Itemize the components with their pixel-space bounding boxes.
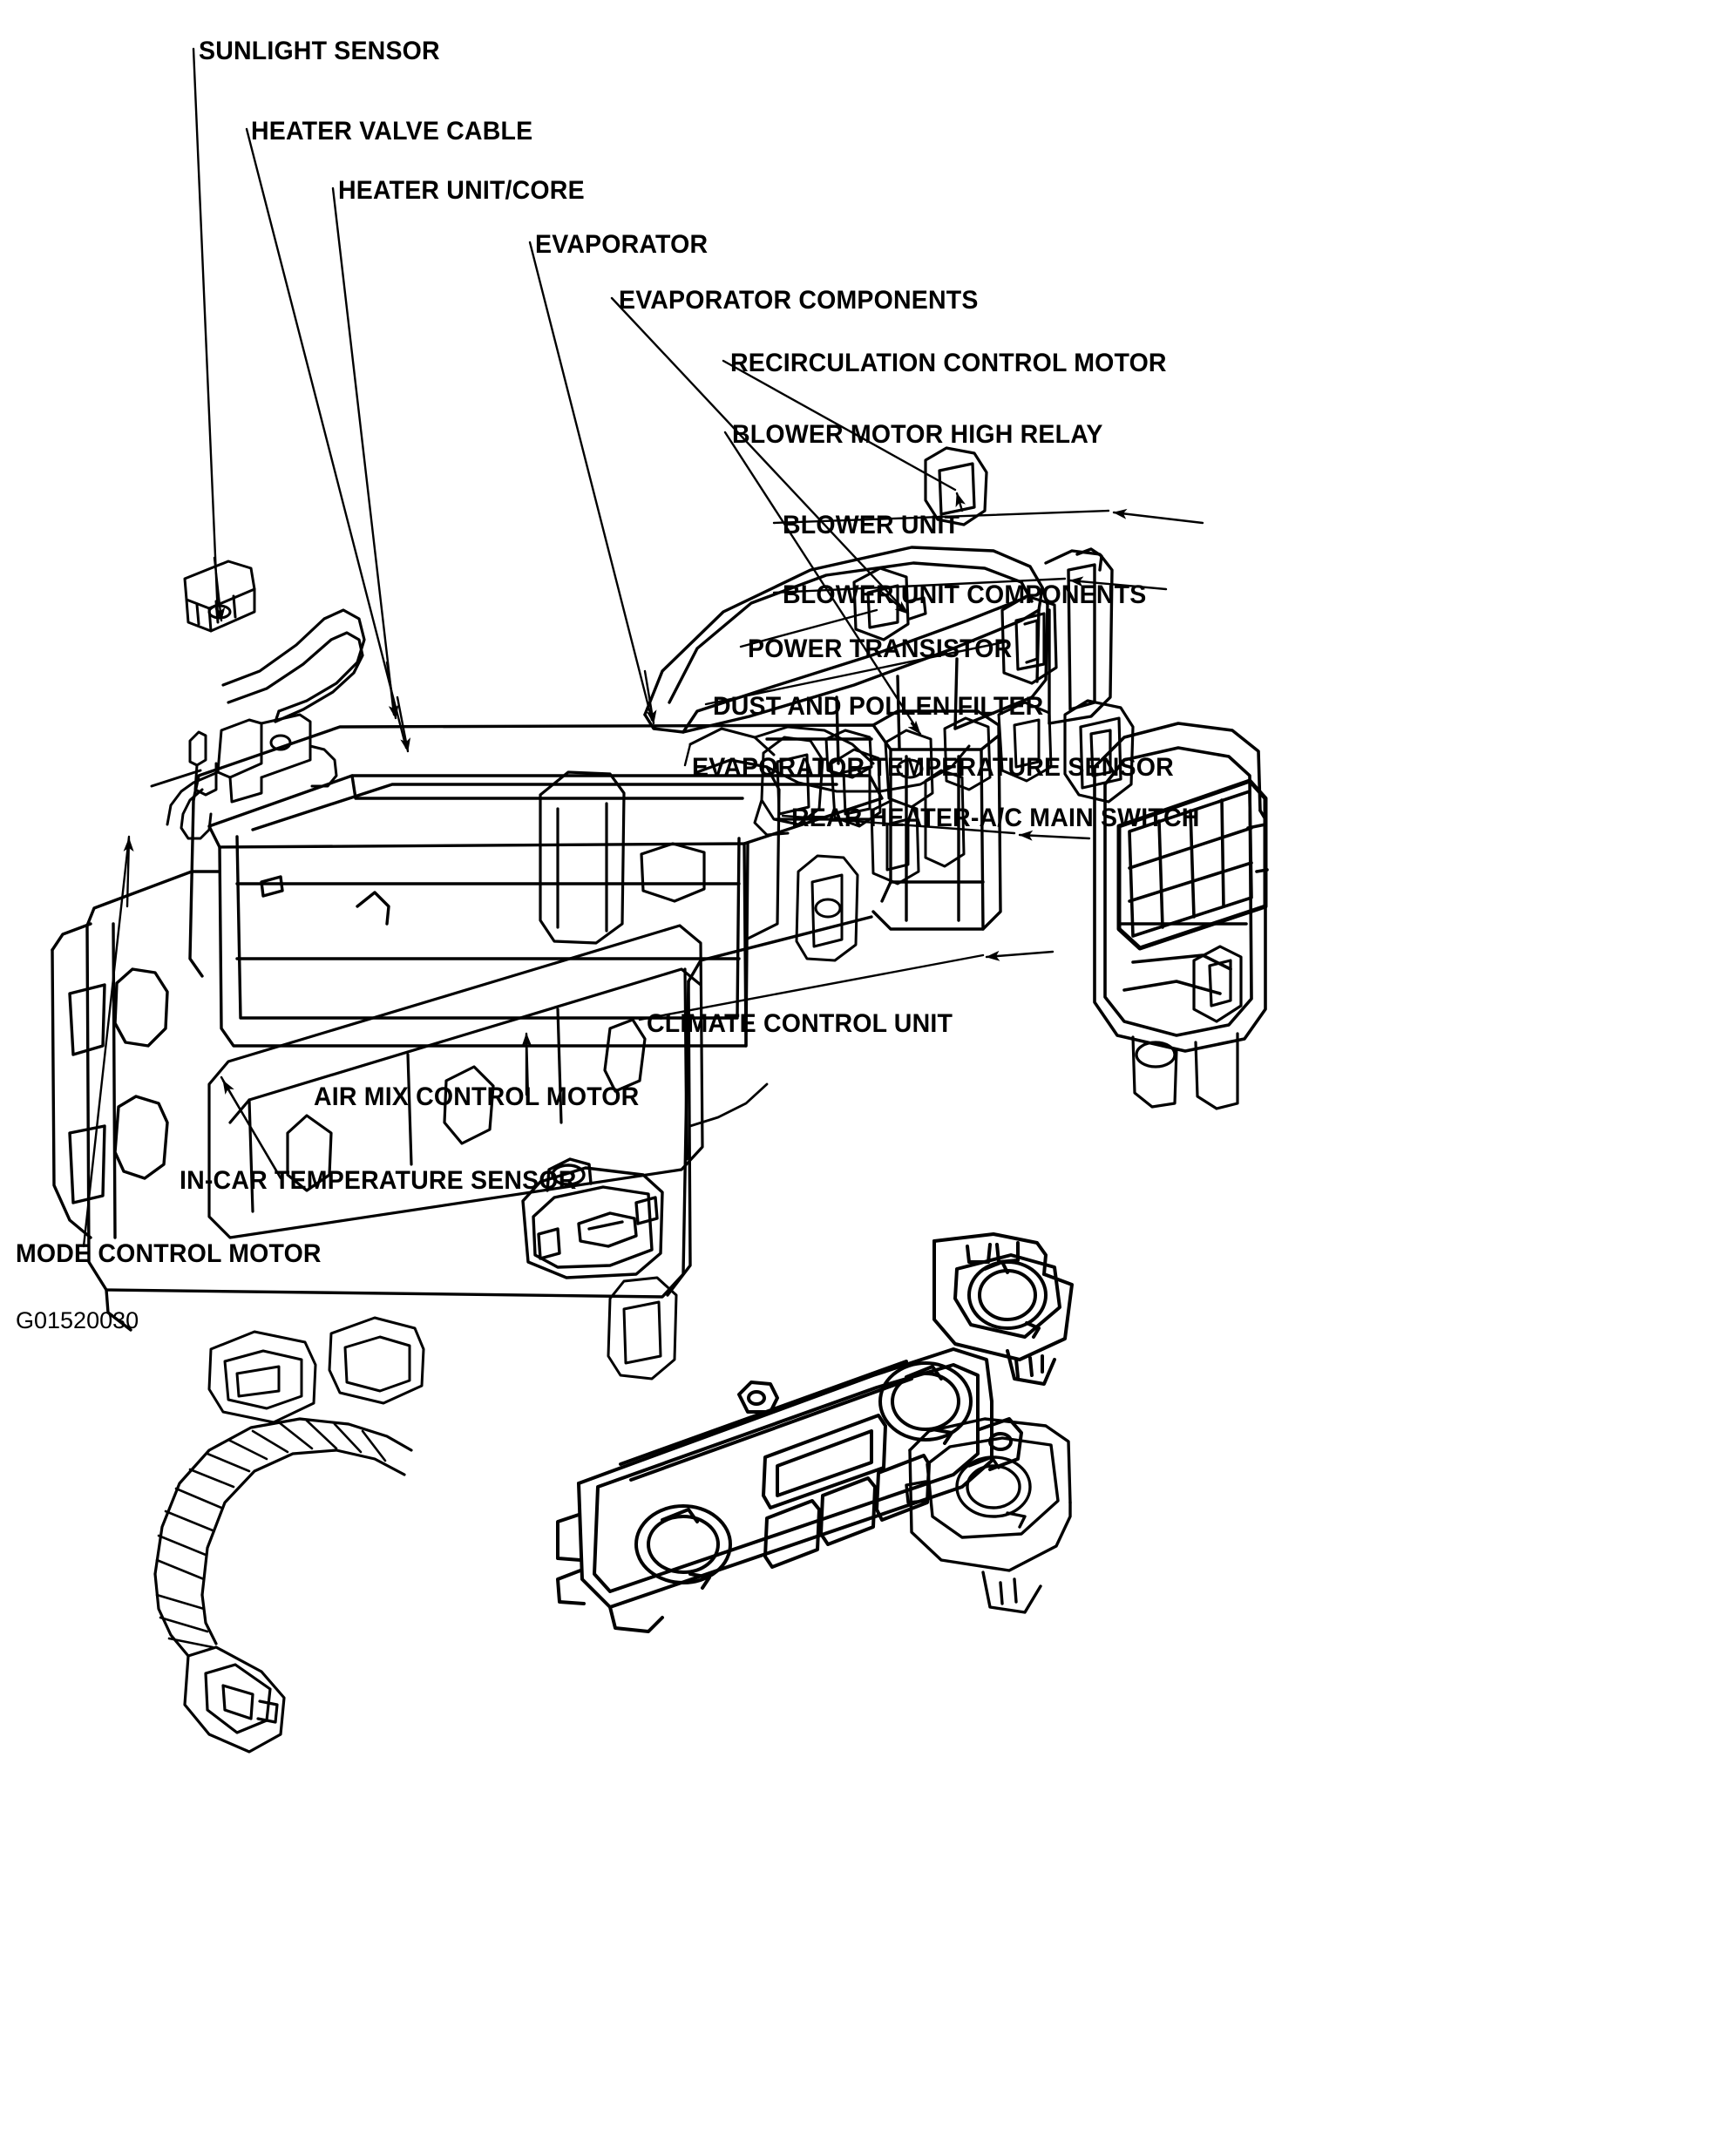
- leader-arrowheads: [123, 492, 1204, 1177]
- recirculation-control-motor: [924, 446, 988, 526]
- lower-duct-outlet: [607, 1276, 678, 1381]
- climate-control-unit: [556, 1347, 1023, 1633]
- callout-heater-valve-cable: HEATER VALVE CABLE: [251, 117, 533, 146]
- callout-rear-heater-ac-main-switch: REAR HEATER-A/C MAIN SWITCH: [791, 804, 1200, 832]
- mode-control-motor: [905, 1417, 1072, 1614]
- callout-heater-unit-core: HEATER UNIT/CORE: [338, 176, 585, 205]
- callout-in-car-temperature-sensor: IN-CAR TEMPERATURE SENSOR: [180, 1166, 577, 1195]
- callout-evaporator: EVAPORATOR: [535, 230, 709, 259]
- heater-valve-cable: [221, 608, 366, 723]
- callout-evaporator-components: EVAPORATOR COMPONENTS: [619, 286, 979, 315]
- blower-unit: [1093, 722, 1269, 1053]
- blower-motor-high-relay: [1063, 699, 1135, 804]
- sunlight-sensor-part: [183, 560, 256, 633]
- heater-lower-connector: [207, 1316, 425, 1424]
- rear-heater-ac-main-switch: [932, 1232, 1074, 1386]
- heater-unit-right-module: [765, 709, 1002, 931]
- callout-blower-unit-components: BLOWER UNIT COMPONENTS: [783, 580, 1147, 609]
- in-car-temperature-sensor: [153, 1417, 413, 1754]
- callout-sunlight-sensor: SUNLIGHT SENSOR: [199, 37, 440, 65]
- callout-climate-control-unit: CLIMATE CONTROL UNIT: [647, 1009, 953, 1038]
- figure-id-code: G01520030: [16, 1307, 139, 1333]
- evaporator-temperature-sensor: [688, 725, 971, 793]
- callout-recirculation-control-motor: RECIRCULATION CONTROL MOTOR: [730, 349, 1167, 377]
- mode-linkage-levers: [795, 769, 966, 962]
- air-mix-chamber: [207, 924, 704, 1239]
- power-transistor: [852, 566, 927, 641]
- evaporator-components: [753, 701, 1053, 837]
- evap-sensor-wire: [688, 1082, 769, 1128]
- callout-blower-unit: BLOWER UNIT: [783, 511, 960, 539]
- evaporator-housing: [643, 546, 1114, 765]
- blower-unit-components: [1131, 945, 1243, 1110]
- callout-dust-and-pollen-filter: DUST AND POLLEN FILTER: [713, 692, 1044, 721]
- dust-and-pollen-filter: [1000, 594, 1058, 685]
- callout-evaporator-temperature-sensor: EVAPORATOR TEMPERATURE SENSOR: [692, 753, 1174, 782]
- callout-air-mix-control-motor: AIR MIX CONTROL MOTOR: [314, 1082, 640, 1111]
- center-partition-wall: [539, 758, 875, 945]
- leader-lines: [82, 47, 1110, 1248]
- callout-power-transistor: POWER TRANSISTOR: [748, 634, 1013, 663]
- callout-blower-motor-high-relay: BLOWER MOTOR HIGH RELAY: [732, 420, 1103, 449]
- heater-valve-bracket: [150, 713, 338, 840]
- air-mix-control-motor: [521, 1157, 664, 1279]
- callout-mode-control-motor: MODE CONTROL MOTOR: [16, 1239, 322, 1268]
